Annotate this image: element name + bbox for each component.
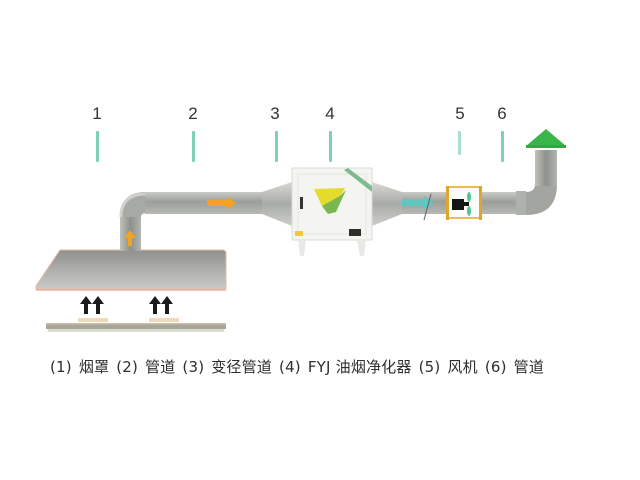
flow-arrow-icon	[124, 197, 236, 246]
legend-5-text: 风机	[447, 358, 478, 376]
legend-2-text: 管道	[145, 358, 176, 376]
legend-3-text: 变径管道	[211, 358, 273, 376]
stove-counter	[46, 318, 226, 332]
teal-arrow-icon	[402, 193, 434, 221]
label-6: 6	[497, 104, 507, 123]
legend-1-text: 烟罩	[78, 358, 110, 376]
reducer-outlet	[372, 182, 402, 226]
legend-3-num: (3)	[182, 358, 205, 376]
hood	[35, 249, 227, 291]
legend-5-num: (5)	[418, 358, 441, 376]
tick-1	[96, 131, 99, 162]
tick-2	[192, 131, 195, 162]
legend-caption: (1) 烟罩 (2) 管道 (3) 变径管道 (4) FYJ 油烟净化器 (5)…	[50, 356, 546, 377]
legend-2-num: (2)	[116, 358, 139, 376]
label-1: 1	[92, 104, 102, 123]
legend-4-num: (4)	[279, 358, 301, 376]
tick-4	[329, 131, 332, 162]
label-5: 5	[455, 104, 465, 123]
outlet-cap-icon	[526, 129, 566, 146]
smoke-arrows-icon	[80, 296, 173, 314]
tick-6	[501, 131, 504, 162]
legend-6-text: 管道	[513, 358, 545, 376]
duct-inlet	[119, 192, 265, 251]
fan	[446, 186, 482, 220]
legend-4-text: FYJ 油烟净化器	[307, 358, 412, 376]
label-3: 3	[270, 104, 280, 123]
label-2: 2	[188, 104, 198, 123]
tick-5	[458, 131, 461, 155]
label-4: 4	[325, 104, 335, 123]
tick-3	[275, 131, 278, 162]
legend-6-num: (6)	[484, 358, 507, 376]
duct-outlet	[482, 150, 557, 215]
reducer-inlet	[262, 182, 292, 226]
fyj-purifier	[291, 167, 373, 256]
legend-1-num: (1)	[50, 358, 72, 376]
